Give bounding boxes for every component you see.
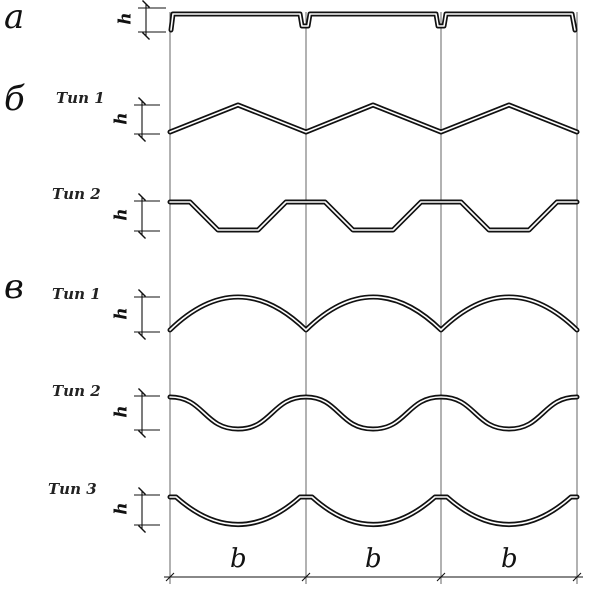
- width-tick-4: [572, 572, 582, 582]
- section-label-v: в: [4, 267, 24, 307]
- profile-b-type1: [167, 102, 580, 135]
- type-label-b1: Тип 1: [56, 89, 105, 107]
- width-label-3: b: [501, 544, 518, 574]
- height-dim-a: [138, 0, 166, 41]
- profile-b-type1-inner: [169, 104, 578, 133]
- height-label-v2: h: [111, 405, 132, 418]
- type-label-v3: Тип 3: [48, 480, 97, 498]
- profile-a: [168, 11, 578, 33]
- height-dimensions: [134, 0, 166, 534]
- height-dim-b-type1: [134, 96, 160, 143]
- height-dim-v-type1: [134, 288, 160, 341]
- profile-v-type1: [167, 294, 580, 333]
- profile-v-type3-inner: [169, 496, 578, 526]
- height-dim-v-type3: [134, 486, 160, 534]
- width-label-1: b: [230, 544, 247, 574]
- height-label-a: h: [115, 12, 136, 25]
- width-label-2: b: [365, 544, 382, 574]
- profile-v-type3: [167, 494, 580, 527]
- profile-a-inner: [170, 13, 576, 31]
- section-label-a: а: [4, 0, 25, 37]
- profile-b-type2: [167, 199, 580, 233]
- width-dimension: [164, 572, 583, 582]
- type-label-v1: Тип 1: [52, 285, 101, 303]
- profile-v-type1-inner: [169, 296, 578, 331]
- height-dim-v-type2: [134, 387, 160, 439]
- width-tick-2: [301, 572, 311, 582]
- division-lines: [169, 12, 578, 584]
- height-label-v3: h: [111, 502, 132, 515]
- height-label-v1: h: [111, 307, 132, 320]
- profile-b-type2-inner: [169, 201, 578, 231]
- width-tick-1: [165, 572, 175, 582]
- type-label-b2: Тип 2: [52, 185, 101, 203]
- height-label-b1: h: [111, 112, 132, 125]
- height-label-b2: h: [111, 208, 132, 221]
- height-dim-b-type2: [134, 192, 160, 240]
- type-label-v2: Тип 2: [52, 382, 101, 400]
- section-label-b: б: [4, 79, 25, 119]
- profile-v-type2: [167, 394, 580, 432]
- width-tick-3: [436, 572, 446, 582]
- profile-v-type2-inner: [169, 396, 578, 430]
